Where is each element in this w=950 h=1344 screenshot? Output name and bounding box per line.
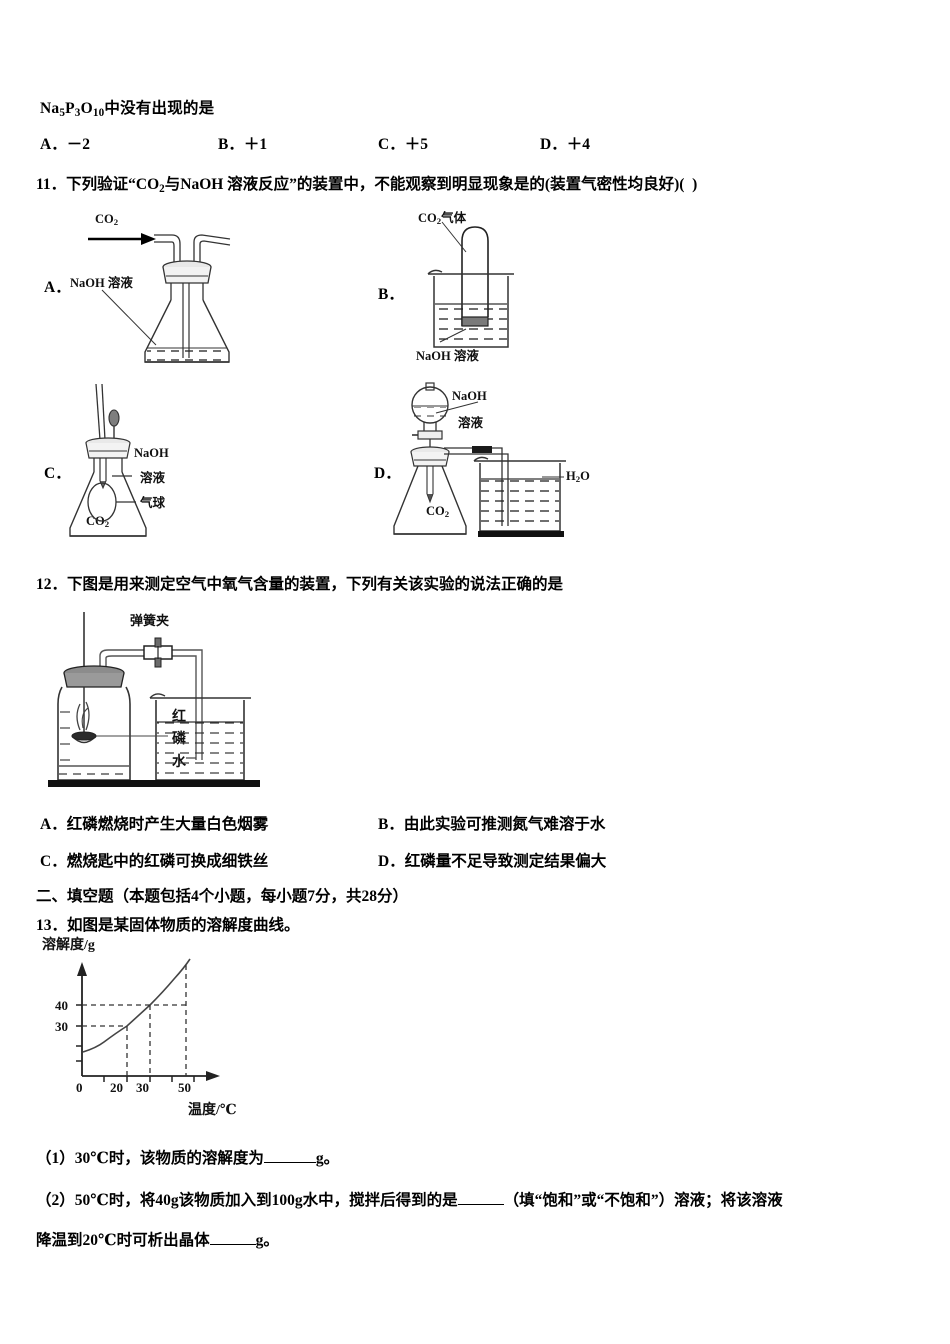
sub1-answer-blank[interactable] bbox=[263, 1162, 316, 1163]
chart-xtick-50: 50 bbox=[178, 1080, 191, 1095]
option-b-value: ＋1 bbox=[243, 136, 268, 153]
sub1-text-post: g。 bbox=[315, 1150, 340, 1167]
question13-sub2-line2[interactable]: 降温到20℃时可析出晶体 g。 bbox=[36, 1228, 279, 1250]
question10-stem: Na5P3O10中没有出现的是 bbox=[40, 97, 214, 122]
option-a-text: 红磷燃烧时产生大量白色烟雾 bbox=[66, 816, 269, 833]
question13-sub1[interactable]: （1）30℃时，该物质的溶解度为 g。 bbox=[36, 1146, 339, 1168]
balloon-label: 气球 bbox=[140, 496, 166, 510]
option-a-value: －2 bbox=[66, 136, 90, 153]
question11-option-d[interactable]: D． NaOH 溶液 CO2 H2O bbox=[374, 376, 674, 541]
water-label: H2O bbox=[566, 469, 590, 485]
question10-option-b[interactable]: B．＋1 bbox=[218, 132, 267, 154]
chart-ytick-40: 40 bbox=[55, 998, 68, 1013]
option-b-label: B． bbox=[378, 816, 404, 833]
option-b-text: 由此实验可推测氮气难溶于水 bbox=[403, 816, 606, 833]
option-c-text: 燃烧匙中的红磷可换成细铁丝 bbox=[66, 853, 269, 870]
sub2-text-pre: （2）50℃时，将40g该物质加入到100g水中，搅拌后得到的是 bbox=[36, 1192, 458, 1209]
option-c-label: C． bbox=[378, 136, 405, 153]
option-a-label: A． bbox=[44, 279, 71, 296]
chart-y-axis-label: 溶解度/g bbox=[42, 938, 95, 953]
question11-option-c[interactable]: C． NaOH 溶液 气球 CO2 bbox=[44, 376, 344, 541]
sub2-line2-pre: 降温到20℃时可析出晶体 bbox=[36, 1232, 210, 1249]
chart-ytick-30: 30 bbox=[55, 1019, 68, 1034]
question12-option-a[interactable]: A．红磷燃烧时产生大量白色烟雾 bbox=[40, 812, 268, 834]
question11-stem: 11．下列验证“CO2与NaOH 溶液反应”的装置中，不能观察到明显现象是的(装… bbox=[36, 176, 698, 195]
option-d-label: D． bbox=[540, 136, 567, 153]
co2-gas-label: CO2气体 bbox=[418, 211, 467, 227]
question11-option-b[interactable]: B． CO2气体 NaOH 溶液 bbox=[378, 204, 658, 372]
naoh-solution-label: NaOH 溶液 bbox=[416, 349, 479, 363]
option-c-value: ＋5 bbox=[404, 136, 428, 153]
naoh-solution-label: NaOH 溶液 bbox=[70, 276, 133, 290]
red-phosphorus-label-1: 红 bbox=[172, 710, 186, 725]
chart-x-axis-label: 温度/℃ bbox=[188, 1103, 237, 1118]
question11-option-a[interactable]: A． CO2 NaOH 溶液 bbox=[44, 212, 344, 372]
gas-washing-bottle-diagram bbox=[88, 233, 231, 363]
chart-xtick-0: 0 bbox=[76, 1080, 83, 1095]
inverted-tube-beaker-diagram bbox=[427, 221, 514, 348]
option-d-label: D． bbox=[374, 465, 401, 482]
question13-stem-text: 如图是某固体物质的溶解度曲线。 bbox=[67, 917, 300, 934]
question10-option-c[interactable]: C．＋5 bbox=[378, 132, 428, 154]
question12-stem-text: 下图是用来测定空气中氧气含量的装置，下列有关该实验的说法正确的是 bbox=[67, 576, 564, 593]
option-b-label: B． bbox=[218, 136, 244, 153]
section2-heading: 二、填空题（本题包括4个小题，每小题7分，共28分） bbox=[36, 888, 409, 905]
question13-stem: 13．如图是某固体物质的溶解度曲线。 bbox=[36, 913, 300, 935]
question12-option-d[interactable]: D．红磷量不足导致测定结果偏大 bbox=[378, 849, 606, 871]
option-d-value: ＋4 bbox=[566, 136, 590, 153]
option-d-label: D． bbox=[378, 853, 405, 870]
question10-option-d[interactable]: D．＋4 bbox=[540, 132, 590, 154]
option-c-label: C． bbox=[40, 853, 67, 870]
option-d-text: 红磷量不足导致测定结果偏大 bbox=[404, 853, 607, 870]
option-a-label: A． bbox=[40, 136, 67, 153]
chart-xtick-20: 20 bbox=[110, 1080, 123, 1095]
question12-number: 12． bbox=[36, 576, 68, 593]
oxygen-content-apparatus-diagram bbox=[48, 612, 260, 787]
option-b-label: B． bbox=[378, 286, 404, 303]
co2-label: CO2 bbox=[426, 504, 450, 520]
naoh-label-line1: NaOH bbox=[134, 446, 169, 460]
question10-formula: Na5P3O10中没有出现的是 bbox=[40, 100, 215, 119]
naoh-label-line2: 溶液 bbox=[458, 416, 484, 430]
chart-xtick-30: 30 bbox=[136, 1080, 149, 1095]
co2-label: CO2 bbox=[86, 514, 110, 530]
question13-sub2-line1[interactable]: （2）50℃时，将40g该物质加入到100g水中，搅拌后得到的是 （填“饱和”或“… bbox=[36, 1188, 783, 1210]
question12-stem: 12．下图是用来测定空气中氧气含量的装置，下列有关该实验的说法正确的是 bbox=[36, 572, 563, 594]
solubility-curve-chart: 溶解度/g 温度/℃ 40 30 0 20 30 50 bbox=[38, 934, 268, 1124]
question10-option-a[interactable]: A．－2 bbox=[40, 132, 90, 154]
naoh-label-line1: NaOH bbox=[452, 389, 487, 403]
question11-number: 11． bbox=[36, 176, 67, 193]
option-a-label: A． bbox=[40, 816, 67, 833]
question12-option-b[interactable]: B．由此实验可推测氮气难溶于水 bbox=[378, 812, 605, 834]
sub2-text-post: （填“饱和”或“不饱和”）溶液；将该溶液 bbox=[503, 1192, 783, 1209]
sub2-answer-blank-1[interactable] bbox=[457, 1204, 504, 1205]
naoh-label-line2: 溶液 bbox=[140, 471, 166, 485]
question13-number: 13． bbox=[36, 917, 68, 934]
dropping-funnel-beaker-diagram bbox=[393, 382, 566, 537]
question12-figure: 弹簧夹 红 磷 水 bbox=[44, 608, 294, 798]
co2-inlet-label: CO2 bbox=[95, 212, 119, 228]
sub1-text-pre: （1）30℃时，该物质的溶解度为 bbox=[36, 1150, 264, 1167]
spring-clip-label: 弹簧夹 bbox=[130, 613, 170, 628]
flask-with-balloon-diagram bbox=[69, 383, 147, 537]
sub2-line2-post: g。 bbox=[255, 1232, 279, 1249]
question12-option-c[interactable]: C．燃烧匙中的红磷可换成细铁丝 bbox=[40, 849, 268, 871]
sub2-answer-blank-2[interactable] bbox=[209, 1244, 256, 1245]
option-c-label: C． bbox=[44, 465, 71, 482]
solubility-curve-plot bbox=[76, 958, 220, 1082]
